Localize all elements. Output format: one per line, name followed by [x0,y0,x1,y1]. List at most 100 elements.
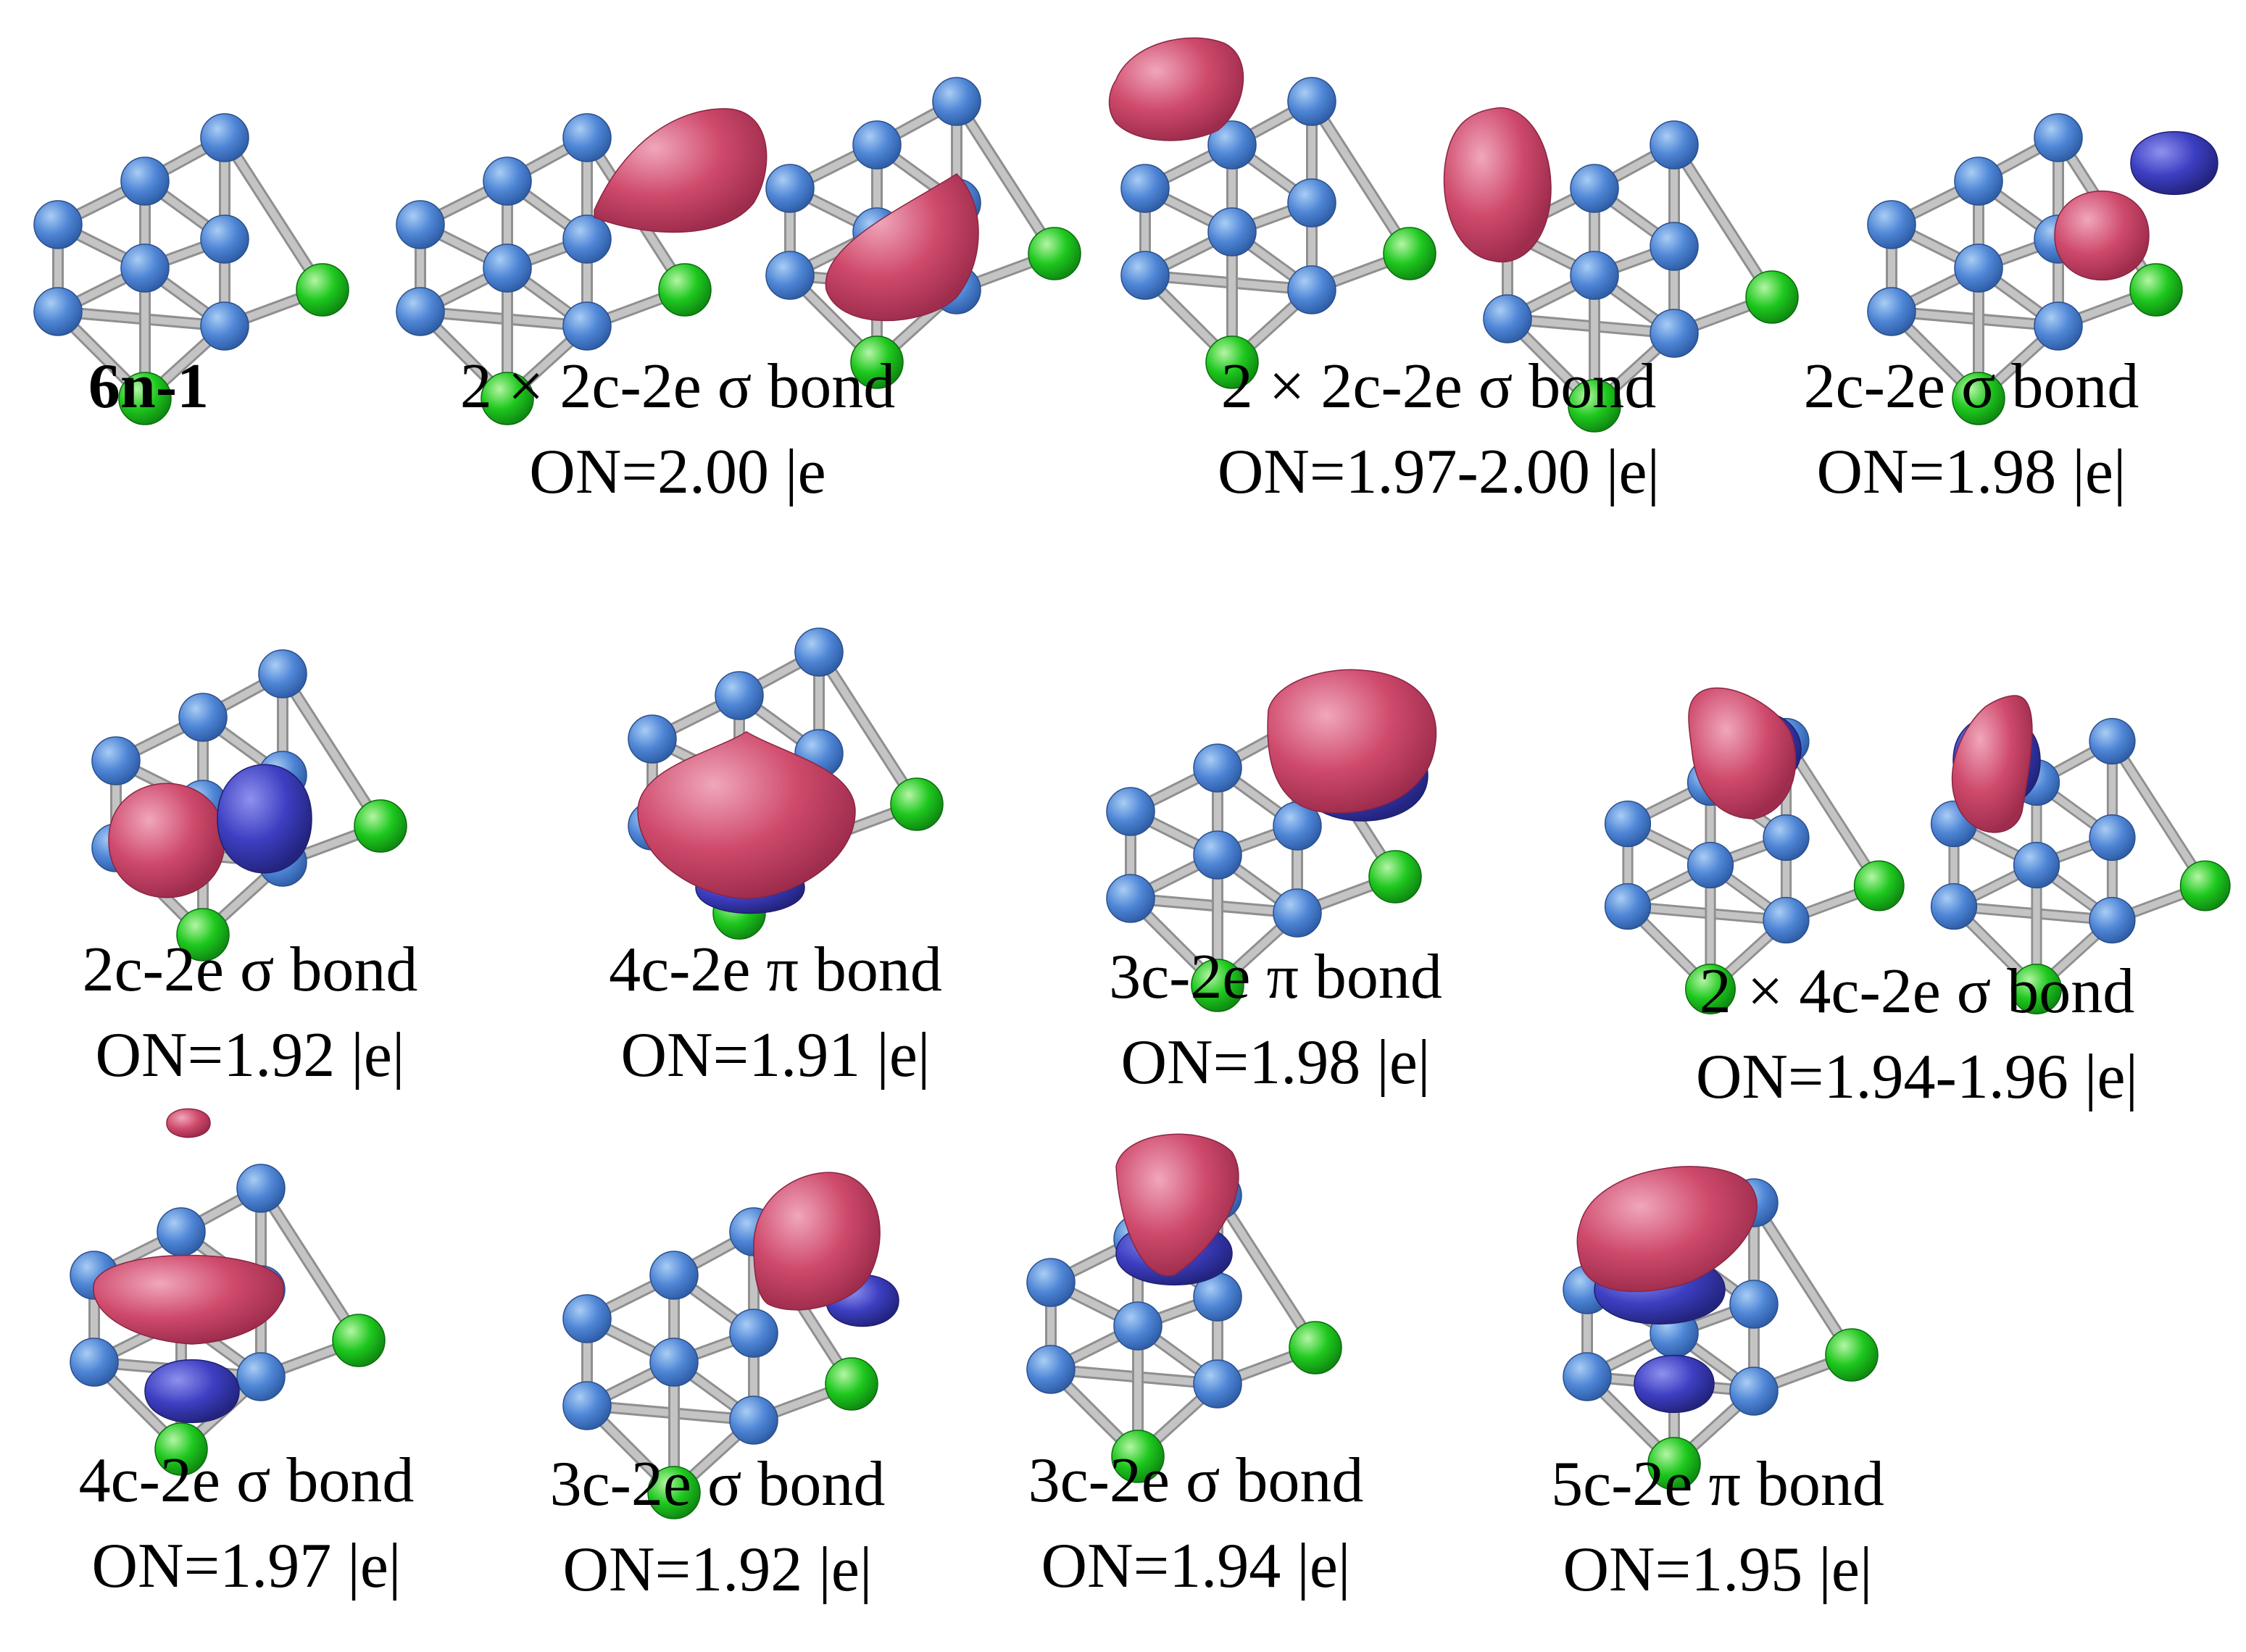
bond-stick [953,98,1058,257]
bond-type-label: 4c-2e π bond [609,935,942,1005]
boron-atom [33,200,83,249]
bond-stick [2108,738,2209,890]
halogen-atom [176,908,230,961]
boron-atom [178,693,228,742]
bond-stick [279,670,384,830]
boron-atom [1120,164,1170,213]
boron-atom [1287,77,1336,126]
halogen-atom [2179,860,2231,911]
boron-atom [1729,1367,1779,1416]
orbital-positive-lobe [594,108,768,233]
orbital-positive-lobe [1576,1166,1758,1293]
halogen-atom [1289,1321,1342,1374]
boron-atom [2089,717,2136,765]
boron-atom [2034,301,2083,351]
boron-atom [120,157,170,206]
boron-atom [1287,265,1336,314]
boron-atom [200,113,249,162]
boron-atom [649,1251,699,1300]
cluster-6n-1 [33,113,349,425]
bond-type-label: 3c-2e π bond [1109,942,1442,1012]
occupation-number-label: ON=1.94-1.96 |e| [1695,1042,2139,1112]
boron-atom [1686,841,1734,889]
halogen-atom [647,1466,701,1519]
bond-type-label: 5c-2e π bond [1551,1449,1884,1519]
orbital-positive-lobe [93,1254,284,1345]
occupation-number-label: ON=1.98 |e| [1120,1027,1431,1098]
boron-atom [1930,883,1978,930]
orbital-positive-lobe [166,1108,211,1138]
boron-atom [120,243,170,293]
boron-atom [258,649,307,698]
occupation-number-label: ON=1.92 |e| [562,1535,873,1605]
boron-atom [562,113,612,162]
boron-atom [932,77,981,126]
boron-atom [1729,1280,1779,1329]
boron-atom [2089,814,2136,862]
boron-atom [70,1338,119,1387]
boron-atom [1207,207,1257,256]
halogen-atom [850,335,904,389]
halogen-atom [354,799,407,853]
cluster-panel-10 [1604,717,1905,1014]
boron-atom [1026,1258,1076,1307]
cluster-panel-4 [1120,77,1436,389]
boron-atom [157,1207,206,1256]
boron-atom [1483,294,1532,343]
halogen-atom [1368,850,1422,904]
bond-type-label: 3c-2e σ bond [1028,1446,1364,1516]
boron-atom [1954,243,2003,293]
halogen-atom [1111,1430,1165,1483]
boron-atom [1193,830,1242,880]
caption-p1: 6n-1 [40,344,257,430]
halogen-atom [1191,959,1244,1012]
orbital-positive-lobe [1951,695,2033,833]
occupation-number-label: ON=1.92 |e| [95,1020,405,1090]
halogen-atom [1205,335,1259,389]
bond-type-label: 6n-1 [88,351,209,422]
boron-atom [1193,743,1242,793]
orbital-positive-lobe [825,173,979,322]
bond-type-label: 2c-2e σ bond [82,935,418,1005]
boron-atom [1763,814,1810,862]
bond-type-label: 2 × 2c-2e σ bond [459,351,896,422]
boron-atom [852,120,902,170]
boron-atom [1193,1359,1242,1409]
boron-atom [1650,120,1699,170]
bond-stick [815,648,920,808]
boron-atom [1604,800,1652,848]
boron-atom [562,214,612,264]
boron-atom [1120,251,1170,300]
occupation-number-label: ON=1.97-2.00 |e| [1217,437,1660,507]
boron-atom [1287,178,1336,228]
orbital-positive-lobe [637,731,856,899]
boron-atom [794,627,844,677]
halogen-atom [118,372,172,425]
halogen-atom [1647,1437,1701,1490]
cluster-panel-2 [396,113,712,425]
boron-atom [1106,874,1155,923]
boron-atom [2034,113,2083,162]
bond-stick [1308,98,1413,257]
occupation-number-label: ON=1.94 |e| [1041,1531,1351,1601]
boron-atom [1867,287,1916,336]
boron-atom [1570,164,1619,213]
boron-atom [1650,222,1699,271]
orbital-positive-lobe [1267,669,1437,814]
boron-atom [649,1338,699,1387]
halogen-atom [890,777,944,831]
boron-atom [715,671,764,720]
boron-atom [729,1396,778,1445]
boron-atom [1273,888,1322,938]
boron-atom [1570,251,1619,300]
boron-atom [2013,841,2060,889]
